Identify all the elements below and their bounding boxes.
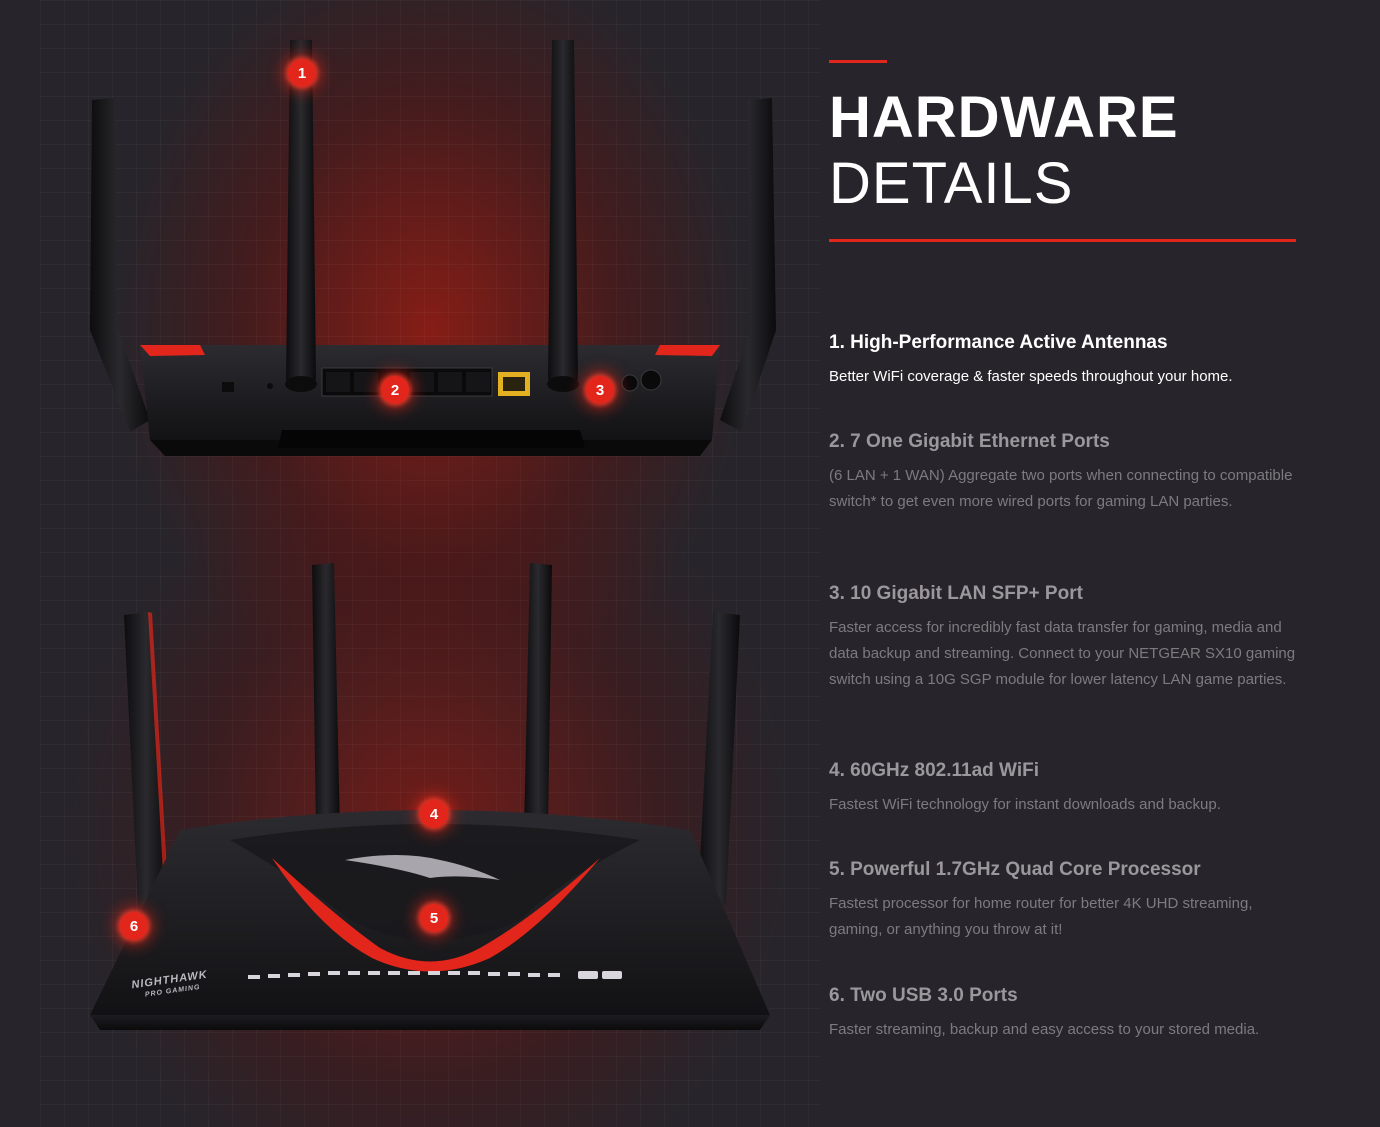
heading-underline	[829, 239, 1296, 242]
feature-description: (6 LAN + 1 WAN) Aggregate two ports when…	[829, 467, 1293, 510]
antenna-left-inner	[286, 40, 316, 380]
router-front-view	[90, 563, 770, 1030]
feature-item-ethernet-ports[interactable]: 2. 7 One Gigabit Ethernet Ports (6 LAN +…	[829, 429, 1299, 515]
feature-description: Fastest processor for home router for be…	[829, 895, 1253, 938]
hotspot-marker-6[interactable]: 6	[120, 912, 148, 940]
heading-title-line2: DETAILS	[829, 151, 1074, 216]
feature-title: 6. Two USB 3.0 Ports	[829, 985, 1018, 1006]
feature-description: Better WiFi coverage & faster speeds thr…	[829, 368, 1233, 385]
led-indicators	[248, 971, 622, 979]
heading-title-line1: HARDWARE	[829, 85, 1179, 150]
antenna-front-right-outer	[698, 612, 740, 905]
heading-accent-line	[829, 60, 887, 63]
hotspot-marker-4[interactable]: 4	[420, 800, 448, 828]
antenna-front-right-inner	[524, 563, 552, 830]
hotspot-marker-1[interactable]: 1	[288, 59, 316, 87]
feature-item-60ghz-wifi[interactable]: 4. 60GHz 802.11ad WiFi Fastest WiFi tech…	[829, 758, 1299, 818]
antenna-front-left-inner	[312, 563, 340, 830]
router-rear-view	[90, 40, 776, 456]
feature-title: 2. 7 One Gigabit Ethernet Ports	[829, 431, 1110, 452]
red-accent-swoosh	[272, 858, 600, 972]
feature-description: Fastest WiFi technology for instant down…	[829, 796, 1221, 813]
feature-item-usb-ports[interactable]: 6. Two USB 3.0 Ports Faster streaming, b…	[829, 983, 1299, 1043]
feature-title: 1. High-Performance Active Antennas	[829, 332, 1168, 353]
nighthawk-logo-icon	[345, 855, 500, 880]
antenna-left-outer	[90, 98, 150, 432]
feature-title: 3. 10 Gigabit LAN SFP+ Port	[829, 583, 1083, 604]
hardware-details-panel: HARDWARE DETAILS 1. High-Performance Act…	[829, 60, 1309, 1038]
hotspot-marker-2[interactable]: 2	[381, 376, 409, 404]
hotspot-marker-5[interactable]: 5	[420, 904, 448, 932]
hotspot-marker-3[interactable]: 3	[586, 376, 614, 404]
antenna-right-inner	[548, 40, 578, 380]
feature-title: 5. Powerful 1.7GHz Quad Core Processor	[829, 859, 1201, 880]
feature-item-sfp-port[interactable]: 3. 10 Gigabit LAN SFP+ Port Faster acces…	[829, 581, 1299, 693]
feature-description: Faster streaming, backup and easy access…	[829, 1021, 1260, 1038]
feature-description: Faster access for incredibly fast data t…	[829, 619, 1296, 688]
feature-title: 4. 60GHz 802.11ad WiFi	[829, 760, 1039, 781]
feature-item-antennas[interactable]: 1. High-Performance Active Antennas Bett…	[829, 330, 1299, 390]
router-illustration	[90, 40, 776, 1030]
feature-item-processor[interactable]: 5. Powerful 1.7GHz Quad Core Processor F…	[829, 857, 1299, 943]
antenna-front-left-outer	[124, 612, 168, 905]
antenna-right-outer	[720, 98, 776, 432]
